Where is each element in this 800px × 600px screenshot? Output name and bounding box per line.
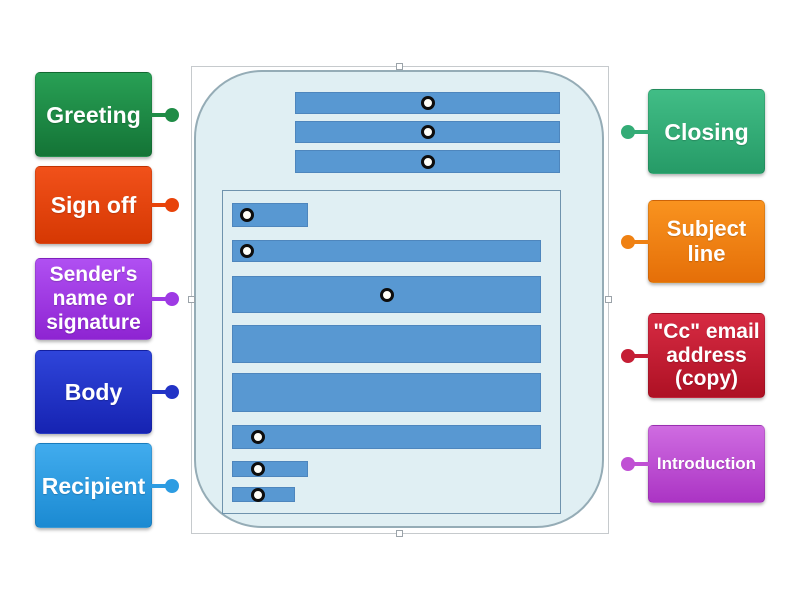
drop-target-dot[interactable] [240,208,254,222]
connector-line [151,203,169,207]
answer-label-text: Sender's name or signature [46,263,141,334]
drop-target-dot[interactable] [240,244,254,258]
connector-dot [621,234,635,249]
answer-label-text: Sign off [50,192,137,218]
answer-label-text: Closing [664,118,749,145]
answer-label-sender-s-name-or-signature[interactable]: Sender's name or signature [35,258,179,340]
drop-target-dot[interactable] [420,96,435,110]
drop-target-dot[interactable] [251,430,265,444]
diagram-bar-10 [232,461,308,477]
answer-label-introduction[interactable]: Introduction [621,425,765,503]
connector-line [151,390,169,394]
resize-handle-left[interactable] [188,296,195,303]
drop-target-dot[interactable] [379,287,394,302]
connector-dot [165,198,179,212]
connector-line [631,129,649,134]
drop-target-dot[interactable] [251,487,265,502]
connector-dot [165,107,179,122]
answer-label-text: Greeting [46,101,141,128]
answer-label-text: Subject line [666,215,747,266]
connector-dot [165,478,179,493]
connector-line [631,462,649,466]
answer-label-subject-line[interactable]: Subject line [621,200,765,283]
diagram-bar-5 [232,240,541,262]
email-body-box [222,190,561,514]
answer-label-text: "Cc" email address (copy) [653,319,760,391]
answer-label-cc-email-address-copy[interactable]: "Cc" email address (copy) [621,313,765,398]
drop-target-dot[interactable] [420,154,435,169]
resize-handle-top[interactable] [396,63,403,70]
connector-dot [621,348,635,363]
connector-line [151,297,169,301]
connector-dot [165,385,179,399]
resize-handle-right[interactable] [605,296,612,303]
answer-label-recipient[interactable]: Recipient [35,443,179,528]
connector-dot [165,292,179,306]
connector-line [631,353,649,358]
answer-label-sign-off[interactable]: Sign off [35,166,179,244]
selection-box [188,63,612,537]
connector-dot [621,457,635,471]
drop-target-dot[interactable] [420,125,435,139]
answer-label-text: Body [64,379,123,405]
answer-label-text: Introduction [656,454,757,474]
answer-label-closing[interactable]: Closing [621,89,765,174]
connector-dot [621,124,635,139]
resize-handle-bottom[interactable] [396,530,403,537]
diagram-bar-9 [232,425,541,449]
drop-target-dot[interactable] [251,462,265,476]
connector-line [151,483,169,488]
answer-label-body[interactable]: Body [35,350,179,434]
connector-line [631,239,649,244]
connector-line [151,112,169,117]
diagram-bar-7 [232,325,541,363]
diagram-bar-8 [232,373,541,412]
answer-label-greeting[interactable]: Greeting [35,72,179,157]
answer-label-text: Recipient [41,472,146,499]
